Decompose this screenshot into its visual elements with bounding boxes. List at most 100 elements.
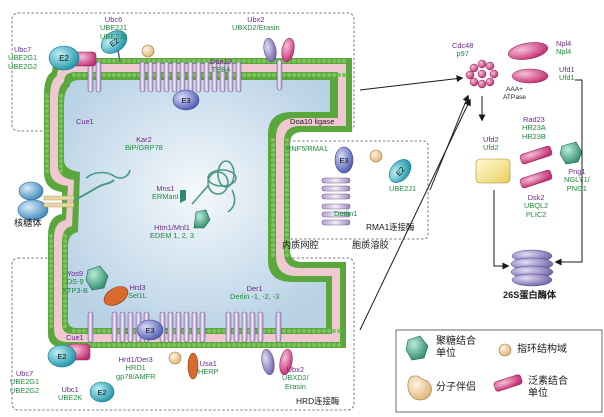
lipid-bead bbox=[48, 303, 54, 309]
lipid-bead bbox=[48, 293, 54, 299]
proteasome-26s bbox=[510, 249, 554, 287]
lipid-bead bbox=[284, 137, 290, 143]
e3-rma1-label: E3 bbox=[339, 156, 348, 165]
lipid-bead bbox=[48, 288, 54, 294]
label-dsk2: Dsk2 UBQL2 PLIC2 bbox=[524, 193, 549, 219]
lipid-bead bbox=[271, 342, 277, 348]
lipid-bead bbox=[311, 342, 317, 348]
lipid-bead bbox=[296, 342, 302, 348]
ubx2-top-pink bbox=[281, 37, 295, 63]
lipid-bead bbox=[44, 123, 50, 129]
lipid-bead bbox=[48, 258, 54, 264]
lipid-bead bbox=[58, 103, 64, 109]
lipid-bead bbox=[270, 252, 276, 258]
lipid-bead bbox=[284, 212, 290, 218]
e2-ubc6: E2 bbox=[100, 30, 128, 54]
lipid-bead bbox=[241, 72, 247, 78]
lipid-bead bbox=[111, 58, 117, 64]
lipid-bead bbox=[81, 72, 87, 78]
lipid-bead bbox=[256, 58, 262, 64]
lipid-bead bbox=[251, 342, 257, 348]
lipid-bead bbox=[270, 197, 276, 203]
legend-ubiquitin-icon bbox=[493, 374, 523, 392]
lipid-bead bbox=[266, 72, 272, 78]
lipid-bead bbox=[62, 253, 68, 259]
lipid-bead bbox=[48, 268, 54, 274]
lipid-bead bbox=[48, 283, 54, 289]
lipid-bead bbox=[58, 118, 64, 124]
lipid-bead bbox=[62, 238, 68, 244]
legend-box bbox=[395, 329, 603, 413]
e3-hrd-label: E3 bbox=[145, 326, 154, 335]
ubx2-top-purple bbox=[263, 37, 277, 63]
lipid-bead bbox=[301, 58, 307, 64]
lipid-bead bbox=[270, 212, 276, 218]
svg-text:E2: E2 bbox=[108, 36, 121, 49]
lipid-bead bbox=[221, 342, 227, 348]
lipid-bead bbox=[62, 318, 68, 324]
e2-ubc1 bbox=[89, 381, 115, 403]
label-hrd3: Hrd3 Sel1L bbox=[128, 283, 147, 301]
lipid-bead bbox=[171, 342, 177, 348]
lipid-bead bbox=[271, 72, 277, 78]
lipid-bead bbox=[286, 342, 292, 348]
rma1-helices bbox=[321, 177, 351, 226]
lipid-bead bbox=[270, 152, 276, 158]
lipid-bead bbox=[216, 342, 222, 348]
label-proteasome: 26S蛋白酶体 bbox=[503, 290, 557, 300]
lipid-bead bbox=[281, 328, 287, 334]
e3-hrd1 bbox=[136, 319, 164, 341]
lipid-bead bbox=[326, 342, 332, 348]
lipid-bead bbox=[62, 233, 68, 239]
lipid-bead bbox=[211, 342, 217, 348]
lipid-bead bbox=[71, 72, 77, 78]
lipid-bead bbox=[106, 328, 112, 334]
lipid-bead bbox=[284, 147, 290, 153]
lipid-bead bbox=[284, 167, 290, 173]
lipid-bead bbox=[206, 342, 212, 348]
lipid-bead bbox=[236, 342, 242, 348]
lipid-bead bbox=[101, 328, 107, 334]
label-hrd1: Hrd1/Der3 HRD1 gp78/AMFR bbox=[116, 355, 156, 381]
lipid-bead bbox=[281, 72, 287, 78]
lipid-bead bbox=[284, 242, 290, 248]
lipid-bead bbox=[131, 342, 137, 348]
lipid-bead bbox=[141, 342, 147, 348]
lipid-bead bbox=[71, 328, 77, 334]
lipid-bead bbox=[311, 58, 317, 64]
lipid-bead bbox=[161, 342, 167, 348]
lipid-bead bbox=[48, 318, 54, 324]
lipid-bead bbox=[126, 342, 132, 348]
lipid-bead bbox=[216, 58, 222, 64]
lipid-bead bbox=[121, 58, 127, 64]
lipid-bead bbox=[296, 328, 302, 334]
lipid-bead bbox=[336, 72, 342, 78]
lipid-bead bbox=[62, 288, 68, 294]
lipid-bead bbox=[331, 342, 337, 348]
lipid-bead bbox=[231, 342, 237, 348]
lipid-bead bbox=[261, 58, 267, 64]
lipid-bead bbox=[270, 182, 276, 188]
lipid-bead bbox=[44, 108, 50, 114]
label-der1: Der1 Derlin -1, -2, -3 bbox=[230, 284, 280, 302]
lipid-bead bbox=[326, 58, 332, 64]
rad23-shape bbox=[519, 145, 553, 165]
lipid-bead bbox=[246, 72, 252, 78]
lipid-bead bbox=[96, 328, 102, 334]
lipid-bead bbox=[316, 58, 322, 64]
lipid-bead bbox=[44, 118, 50, 124]
lipid-bead bbox=[336, 58, 342, 64]
lipid-bead bbox=[270, 232, 276, 238]
npl4-shape bbox=[508, 42, 548, 60]
lipid-bead bbox=[321, 72, 327, 78]
lipid-bead bbox=[326, 72, 332, 78]
lipid-bead bbox=[331, 72, 337, 78]
lipid-bead bbox=[270, 167, 276, 173]
e2-top-label: E2 bbox=[59, 54, 69, 63]
lipid-bead bbox=[44, 138, 50, 144]
lipid-bead bbox=[301, 72, 307, 78]
ubx2-hrd-purple bbox=[261, 348, 275, 376]
e3-doa10 bbox=[172, 89, 200, 111]
lipid-bead bbox=[101, 72, 107, 78]
